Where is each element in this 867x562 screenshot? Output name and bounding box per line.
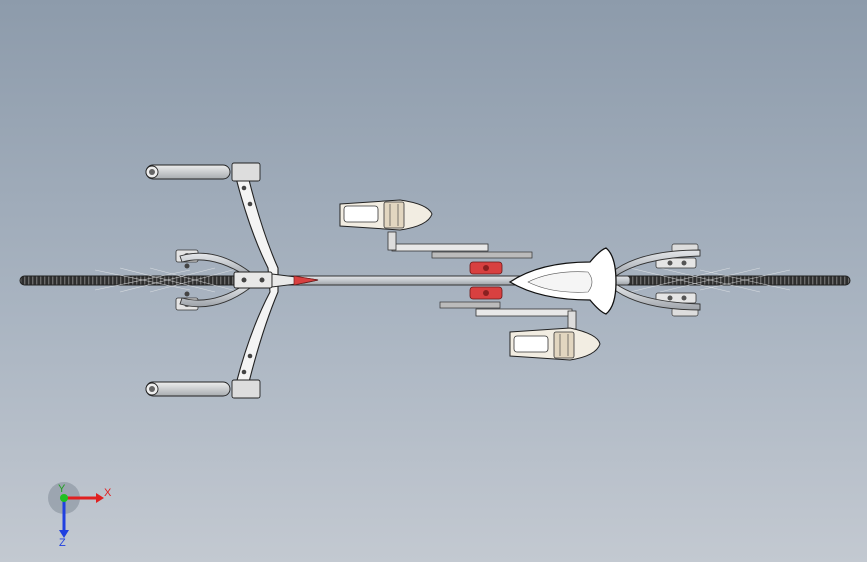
crank-arm-top [391, 243, 489, 252]
rear-spokes [94, 267, 241, 293]
pedal-bottom[interactable] [509, 327, 601, 361]
grip-left[interactable] [145, 162, 261, 182]
grip-right[interactable] [145, 379, 261, 399]
x-axis-label: X [104, 487, 112, 499]
front-fork [611, 249, 701, 311]
chainring [431, 251, 533, 309]
handlebar-clamp [233, 271, 273, 289]
front-spokes [629, 267, 791, 293]
crankset[interactable] [387, 231, 577, 330]
stem-red-tip [293, 275, 319, 286]
crank-arm-bottom [475, 308, 573, 317]
z-axis-label: Z [59, 537, 66, 548]
axis-triad: X Y Z [48, 482, 112, 548]
y-axis-dot [60, 494, 68, 502]
saddle[interactable] [508, 247, 617, 315]
handlebar[interactable] [145, 162, 319, 399]
rear-tire [19, 275, 249, 286]
y-axis-label: Y [58, 483, 66, 495]
bottom-bracket [469, 261, 503, 300]
pedal-top[interactable] [339, 199, 433, 231]
